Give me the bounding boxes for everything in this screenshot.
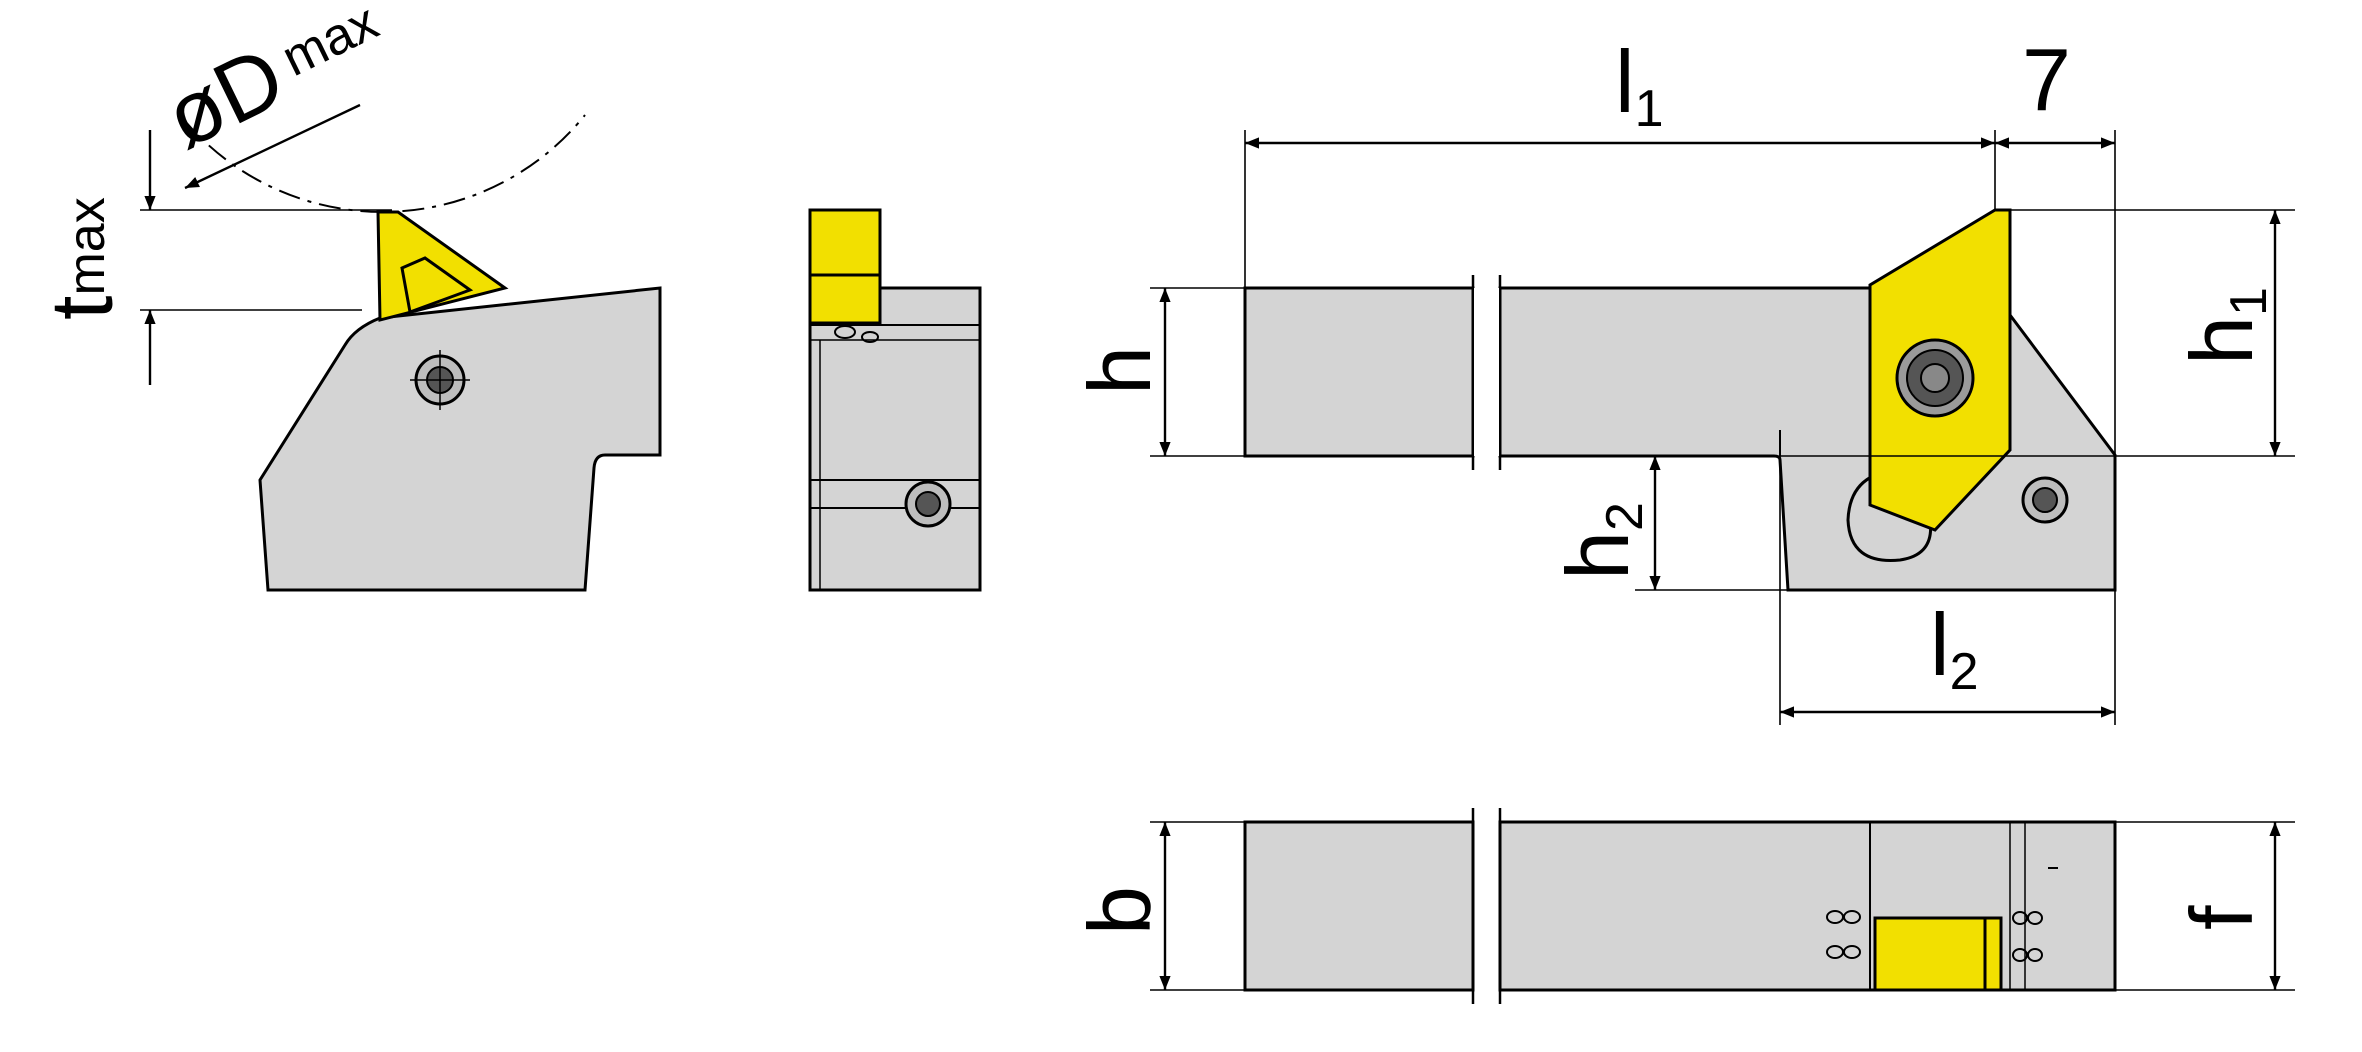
front-hole-1 bbox=[834, 325, 856, 339]
plan-hole-4 bbox=[1843, 945, 1861, 959]
plan-view: b f bbox=[1070, 808, 2295, 1004]
h1-label: h1 bbox=[2172, 287, 2278, 365]
l1-label: l1 bbox=[1615, 32, 1663, 138]
side-insert-chipbreaker bbox=[400, 256, 474, 315]
plan-insert bbox=[1873, 916, 2000, 992]
plan-insert-tip bbox=[1983, 916, 2003, 992]
front-holder-body bbox=[808, 286, 982, 592]
plan-hole-6 bbox=[2027, 911, 2043, 925]
workpiece-arc bbox=[179, 114, 586, 213]
side-insert bbox=[376, 210, 509, 322]
side-holder-body bbox=[258, 286, 662, 592]
dmax-leader bbox=[184, 103, 361, 190]
tmax-label: tmax bbox=[32, 197, 131, 320]
side-screw-icon bbox=[410, 350, 470, 410]
seven-label: 7 bbox=[2022, 30, 2071, 129]
top-small-screw-icon bbox=[2021, 476, 2069, 524]
front-view bbox=[808, 208, 982, 592]
b-label: b bbox=[1070, 886, 1169, 935]
dmax-label: øDmax bbox=[150, 0, 398, 167]
front-hole-2 bbox=[861, 331, 879, 343]
plan-hole-8 bbox=[2027, 948, 2043, 962]
plan-shank-right bbox=[1498, 820, 2117, 992]
front-insert-top bbox=[808, 208, 882, 280]
top-view: l1 7 h h1 h2 l2 bbox=[1070, 30, 2295, 725]
side-view: tmax øDmax bbox=[32, 0, 662, 592]
h-label: h bbox=[1070, 346, 1169, 395]
l2-label: l2 bbox=[1930, 595, 1978, 701]
top-clamp-screw-icon bbox=[1895, 338, 1975, 418]
plan-hole-2 bbox=[1843, 910, 1861, 924]
break-gap bbox=[1474, 288, 1499, 456]
front-screw-icon bbox=[904, 480, 952, 528]
front-insert-lower bbox=[808, 273, 882, 325]
shank-left bbox=[1243, 286, 1475, 458]
h2-label: h2 bbox=[1548, 502, 1654, 580]
f-label: f bbox=[2172, 905, 2271, 930]
plan-shank-left bbox=[1243, 820, 1475, 992]
